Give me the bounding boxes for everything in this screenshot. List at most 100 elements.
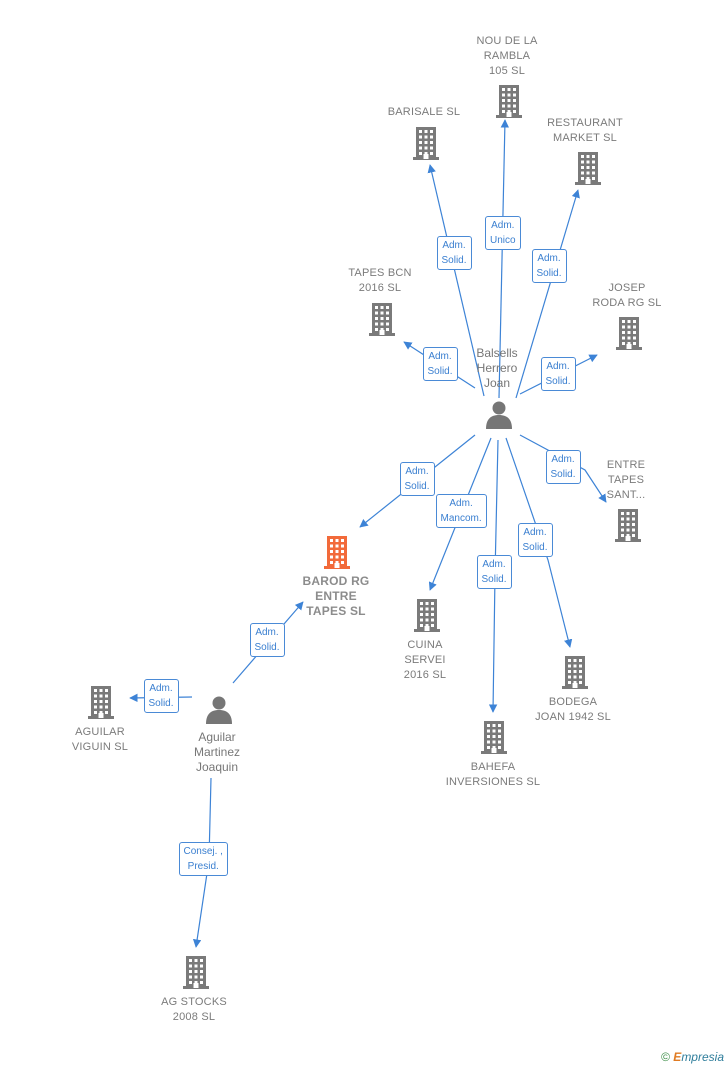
relation-label-line: Adm.	[491, 220, 515, 231]
relation-label-barod[interactable]: Adm.Solid.	[399, 462, 435, 496]
relation-label-line: Solid.	[441, 255, 467, 266]
company-label-line: 2016 SL	[403, 669, 447, 681]
company-label-line: CUINA	[407, 639, 443, 651]
person-label-line: Aguilar	[198, 730, 236, 744]
relation-label-line: Adm.	[442, 240, 466, 251]
building-icon[interactable]	[494, 83, 524, 124]
building-icon[interactable]	[614, 315, 644, 356]
person-icon[interactable]	[204, 695, 234, 730]
relation-label-line: Solid.	[550, 469, 576, 480]
relation-label-line: Presid.	[187, 861, 219, 872]
edge-balsells-to-entretapes	[519, 434, 607, 503]
building-icon[interactable]	[86, 684, 116, 725]
company-label-line: TAPES BCN	[348, 267, 412, 279]
company-label-restaurant[interactable]: RESTAURANT MARKET SL	[530, 116, 640, 146]
company-label-line: ENTRE	[315, 589, 357, 603]
company-label-cuina[interactable]: CUINA SERVEI 2016 SL	[380, 638, 470, 683]
company-label-barisale[interactable]: BARISALE SL	[374, 105, 474, 120]
company-label-nou[interactable]: NOU DE LA RAMBLA 105 SL	[452, 34, 562, 79]
relation-label-line: Adm.	[482, 559, 506, 570]
relation-label-line: Adm.	[255, 627, 279, 638]
company-label-aguilarviguin[interactable]: AGUILAR VIGUIN SL	[50, 725, 150, 755]
relation-label-cuina[interactable]: Adm. Mancom.	[435, 494, 487, 528]
relation-label-line: Adm.	[537, 253, 561, 264]
edge-balsells-to-restaurant	[515, 189, 580, 399]
relation-label-bodega[interactable]: Adm.Solid.	[517, 523, 553, 557]
copyright-icon: ©	[661, 1050, 670, 1064]
building-icon[interactable]	[411, 125, 441, 166]
brand-logo-initial: E	[673, 1050, 682, 1064]
company-label-line: RODA RG SL	[592, 297, 662, 309]
relation-label-barisale[interactable]: Adm. Solid.	[436, 236, 472, 270]
building-icon[interactable]	[560, 654, 590, 695]
company-label-josep[interactable]: JOSEP RODA RG SL	[577, 281, 677, 311]
relation-label-restaurant[interactable]: Adm. Solid.	[531, 249, 567, 283]
company-label-line: MARKET SL	[553, 132, 617, 144]
relation-label-tapesbcn[interactable]: Adm. Solid.	[422, 347, 458, 381]
relation-label-line: Solid.	[545, 376, 571, 387]
relation-label-line: Solid.	[254, 642, 280, 653]
relation-label-line: Solid.	[536, 268, 562, 279]
person-label-line: Balsells	[476, 346, 518, 360]
company-label-tapesbcn[interactable]: TAPES BCN 2016 SL	[330, 266, 430, 296]
building-icon[interactable]	[412, 597, 442, 638]
relation-label-line: Adm.	[149, 683, 173, 694]
brand-logo-rest: mpresia	[681, 1050, 724, 1064]
company-label-bahefa[interactable]: BAHEFA INVERSIONES SL	[433, 760, 553, 790]
relation-label-line: Solid.	[427, 366, 453, 377]
relation-label-aguilar-stocks[interactable]: Consej. , Presid.	[178, 842, 228, 876]
relation-label-line: Unico	[490, 235, 516, 246]
relation-label-bahefa[interactable]: Adm.Solid.	[476, 555, 512, 589]
person-label-line: Joan	[483, 376, 511, 390]
relation-label-josep[interactable]: Adm.Solid.	[540, 357, 576, 391]
edge-balsells-to-nou	[498, 119, 510, 399]
relation-label-aguilar-barod[interactable]: Adm. Solid.	[249, 623, 285, 657]
brand-footer: © Empresia	[661, 1050, 724, 1064]
company-label-line: BAROD RG	[302, 574, 370, 588]
company-label-line: 105 SL	[488, 65, 526, 77]
edge-balsells-to-bodega	[505, 437, 573, 648]
person-label-line: Herrero	[476, 361, 518, 375]
building-icon[interactable]	[367, 301, 397, 342]
edge-balsells-to-barisale	[427, 164, 485, 397]
company-label-line: RAMBLA	[483, 50, 531, 62]
company-label-line: VIGUIN SL	[71, 741, 129, 753]
company-label-line: NOU DE LA	[476, 35, 538, 47]
building-icon[interactable]	[479, 719, 509, 760]
company-label-line: SERVEI	[404, 654, 446, 666]
relation-label-line: Solid.	[404, 481, 430, 492]
relation-label-line: Solid.	[148, 698, 174, 709]
relation-label-aguilar-viguin[interactable]: Adm. Solid.	[143, 679, 179, 713]
company-label-line: RESTAURANT	[547, 117, 623, 129]
company-label-line: BARISALE SL	[387, 106, 461, 118]
company-label-line: BAHEFA	[470, 761, 516, 773]
relation-label-line: Consej. ,	[183, 846, 223, 857]
building-icon[interactable]	[573, 150, 603, 191]
company-label-line: 2016 SL	[358, 282, 402, 294]
person-label-line: Martinez	[193, 745, 240, 759]
company-label-line: INVERSIONES SL	[445, 776, 541, 788]
building-icon[interactable]	[613, 507, 643, 548]
relation-label-line: Solid.	[522, 542, 548, 553]
relation-label-line: Adm.	[449, 498, 473, 509]
company-label-line: SANT...	[606, 489, 646, 501]
relation-label-entretapes[interactable]: Adm. Solid.	[545, 450, 581, 484]
building-icon[interactable]	[181, 954, 211, 995]
company-label-line: ENTRE	[606, 459, 646, 471]
company-label-line: AGUILAR	[75, 726, 125, 738]
company-label-line: JOSEP	[608, 282, 646, 294]
building-icon[interactable]	[322, 534, 352, 575]
company-label-line: JOAN 1942 SL	[535, 711, 611, 723]
relation-label-line: Adm.	[428, 351, 452, 362]
company-label-line: AG STOCKS	[161, 996, 227, 1008]
relation-label-line: Mancom.	[440, 513, 482, 524]
person-icon[interactable]	[484, 400, 514, 435]
relation-label-nou[interactable]: Adm. Unico	[485, 216, 521, 250]
relation-label-line: Adm.	[551, 454, 575, 465]
